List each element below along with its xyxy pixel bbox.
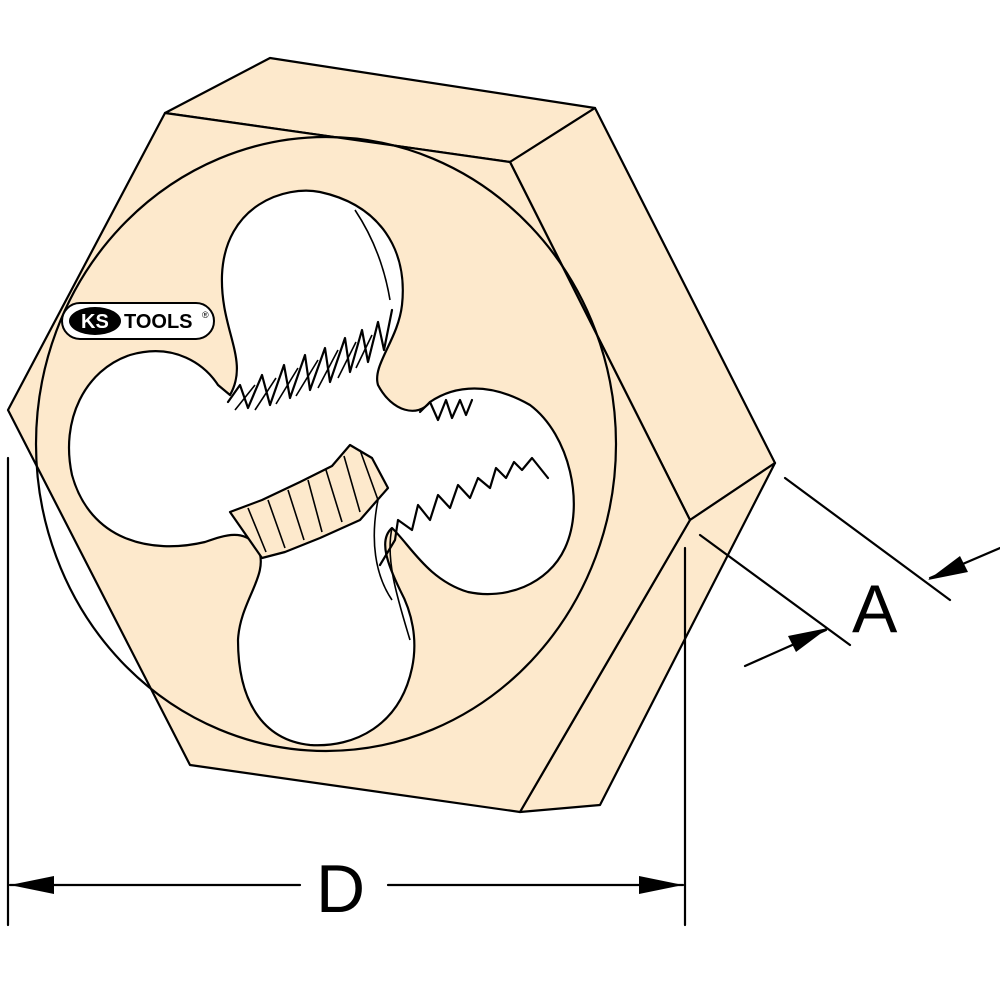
dim-d-label: D bbox=[316, 851, 365, 927]
logo-tools-text: TOOLS bbox=[124, 311, 193, 333]
thread-teeth-lower bbox=[228, 443, 390, 560]
dim-d-arrow-right bbox=[639, 876, 683, 894]
thread-opening-outline bbox=[67, 189, 575, 747]
dim-a-arrow-lower bbox=[788, 628, 828, 652]
logo-ks-text: KS bbox=[81, 311, 109, 333]
dim-a-extension-lower bbox=[698, 533, 852, 647]
dimension-d: D bbox=[6, 456, 687, 927]
relief-line-3 bbox=[389, 527, 411, 641]
relief-line-2 bbox=[373, 499, 393, 601]
thread-teeth-upper bbox=[226, 308, 394, 411]
dim-a-label: A bbox=[852, 571, 898, 647]
die-chamfer-circle bbox=[34, 135, 618, 753]
dim-a-arrow-upper bbox=[928, 556, 968, 580]
ks-tools-logo: KS TOOLS ® bbox=[61, 302, 215, 340]
cutting-opening bbox=[67, 189, 575, 747]
logo-ks-oval bbox=[69, 307, 121, 335]
relief-line-1 bbox=[354, 209, 391, 301]
dim-a-extension-upper bbox=[783, 476, 952, 602]
dimension-a: A bbox=[698, 476, 1000, 668]
dim-d-arrow-left bbox=[10, 876, 54, 894]
logo-registered-mark: ® bbox=[202, 310, 209, 320]
thread-teeth-right bbox=[378, 398, 550, 567]
